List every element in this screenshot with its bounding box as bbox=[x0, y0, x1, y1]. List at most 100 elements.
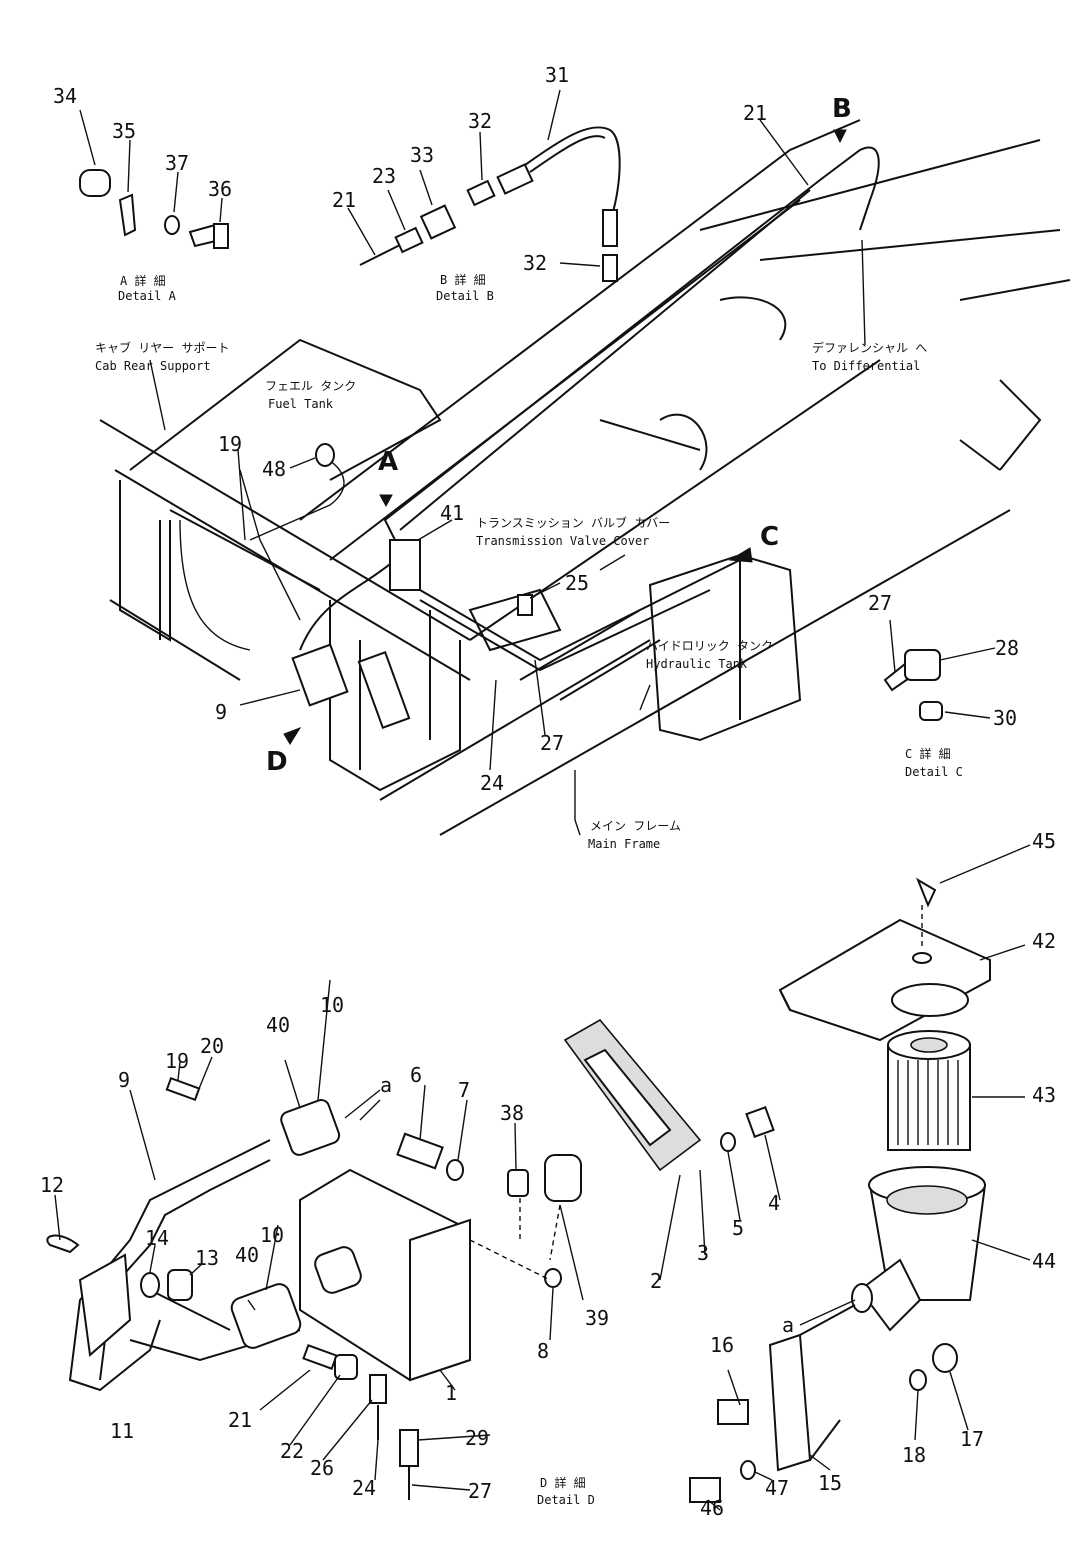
part-25-fitting bbox=[517, 594, 533, 616]
transmission-valve-cover-jp: トランスミッション バルブ カバー bbox=[476, 515, 670, 530]
label-12: 12 bbox=[40, 1173, 64, 1197]
part-17-nut bbox=[932, 1343, 958, 1373]
filter-assembly bbox=[689, 877, 991, 1503]
part-19-sensor bbox=[165, 1076, 201, 1102]
label-1: 1 bbox=[445, 1381, 457, 1405]
detail-a-group bbox=[79, 109, 229, 249]
part-11-bracket bbox=[78, 1253, 132, 1357]
part-31-hose-fitting bbox=[602, 209, 618, 247]
part-6-bolt bbox=[396, 1132, 444, 1170]
label-21-top: 21 bbox=[743, 101, 767, 125]
label-21b: 21 bbox=[332, 188, 356, 212]
label-6: 6 bbox=[410, 1063, 422, 1087]
label-19: 19 bbox=[218, 432, 242, 456]
label-2: 2 bbox=[650, 1269, 662, 1293]
part-45-wingnut bbox=[915, 877, 937, 908]
part-47-washer bbox=[740, 1460, 756, 1480]
label-44: 44 bbox=[1032, 1249, 1056, 1273]
label-16: 16 bbox=[710, 1333, 734, 1357]
part-41-block bbox=[389, 539, 421, 591]
captions: A 詳 細 Detail A B 詳 細 Detail B C 詳 細 Deta… bbox=[95, 272, 963, 1507]
label-11: 11 bbox=[110, 1419, 134, 1443]
label-41: 41 bbox=[440, 501, 464, 525]
label-27: 27 bbox=[540, 731, 564, 755]
part-number-labels: 34 35 37 36 31 32 33 23 21 32 21 19 48 4… bbox=[40, 63, 1056, 1520]
label-17: 17 bbox=[960, 1427, 984, 1451]
main-frame-en: Main Frame bbox=[588, 837, 660, 851]
label-40-top: 40 bbox=[266, 1013, 290, 1037]
detail-d-group bbox=[46, 1018, 775, 1500]
part-7-washer bbox=[446, 1159, 464, 1181]
connection-a-low: a bbox=[782, 1313, 794, 1337]
label-29: 29 bbox=[465, 1426, 489, 1450]
hose-runs bbox=[239, 146, 880, 672]
part-18-washer bbox=[909, 1369, 927, 1391]
label-48: 48 bbox=[262, 457, 286, 481]
label-24d: 24 bbox=[352, 1476, 376, 1500]
part-37-washer bbox=[164, 215, 180, 235]
part-29-fitting bbox=[399, 1429, 419, 1467]
part-42-cover bbox=[778, 918, 991, 1042]
leader-lines bbox=[54, 89, 1031, 1511]
label-34: 34 bbox=[53, 84, 77, 108]
part-39-sensor bbox=[544, 1154, 582, 1202]
label-20: 20 bbox=[200, 1034, 224, 1058]
main-frame-jp: メイン フレーム bbox=[590, 819, 681, 833]
part-15-bracket bbox=[768, 1333, 812, 1472]
detail-a-jp: A 詳 細 bbox=[120, 273, 166, 288]
part-46-bolt bbox=[689, 1477, 721, 1503]
part-10-hose-lower bbox=[230, 1283, 302, 1349]
part-30-plug bbox=[919, 701, 943, 721]
label-19d: 19 bbox=[165, 1049, 189, 1073]
label-5: 5 bbox=[732, 1216, 744, 1240]
marker-d: D bbox=[266, 747, 288, 777]
label-15: 15 bbox=[818, 1471, 842, 1495]
label-30: 30 bbox=[993, 706, 1017, 730]
label-37: 37 bbox=[165, 151, 189, 175]
part-12-pin bbox=[46, 1234, 80, 1254]
label-46: 46 bbox=[700, 1496, 724, 1520]
label-33: 33 bbox=[410, 143, 434, 167]
label-42: 42 bbox=[1032, 929, 1056, 953]
part-35-clip bbox=[118, 193, 137, 237]
main-view-parts bbox=[283, 129, 847, 745]
label-35: 35 bbox=[112, 119, 136, 143]
to-differential-jp: デファレンシャル へ bbox=[812, 340, 927, 355]
detail-c-group bbox=[883, 649, 943, 721]
label-10-low: 10 bbox=[260, 1223, 284, 1247]
label-4: 4 bbox=[768, 1191, 780, 1215]
fuel-tank-jp: フェエル タンク bbox=[265, 379, 356, 393]
part-36-bolt-head bbox=[213, 223, 229, 249]
hydraulic-tank-jp: ハイドロリック タンク bbox=[646, 639, 773, 653]
label-36: 36 bbox=[208, 177, 232, 201]
label-32: 32 bbox=[468, 109, 492, 133]
part-5-washer bbox=[720, 1132, 736, 1152]
connection-a-top: a bbox=[380, 1073, 392, 1097]
label-9: 9 bbox=[215, 700, 227, 724]
marker-b: B bbox=[832, 94, 852, 124]
part-31-hose-end bbox=[496, 163, 534, 195]
part-34-sleeve bbox=[79, 169, 111, 197]
part-10-hose-upper bbox=[280, 1099, 341, 1156]
detail-c-en: Detail C bbox=[905, 765, 963, 779]
label-8: 8 bbox=[537, 1339, 549, 1363]
detail-a-en: Detail A bbox=[118, 289, 177, 303]
label-10-top: 10 bbox=[320, 993, 344, 1017]
detail-c-jp: C 詳 細 bbox=[905, 746, 951, 761]
part-32-nipple bbox=[466, 179, 496, 207]
fuel-tank-en: Fuel Tank bbox=[268, 397, 334, 411]
label-38: 38 bbox=[500, 1101, 524, 1125]
label-23: 23 bbox=[372, 164, 396, 188]
part-33-tee bbox=[419, 204, 457, 240]
label-26: 26 bbox=[310, 1456, 334, 1480]
label-18: 18 bbox=[902, 1443, 926, 1467]
part-32-nipple-lower bbox=[602, 254, 618, 282]
label-28: 28 bbox=[995, 636, 1019, 660]
label-22: 22 bbox=[280, 1439, 304, 1463]
label-21d: 21 bbox=[228, 1408, 252, 1432]
label-14: 14 bbox=[145, 1226, 169, 1250]
transmission-valve-cover-en: Transmission Valve Cover bbox=[476, 534, 649, 548]
label-7: 7 bbox=[458, 1078, 470, 1102]
chassis-linework bbox=[99, 119, 1071, 836]
detail-b-en: Detail B bbox=[436, 289, 494, 303]
